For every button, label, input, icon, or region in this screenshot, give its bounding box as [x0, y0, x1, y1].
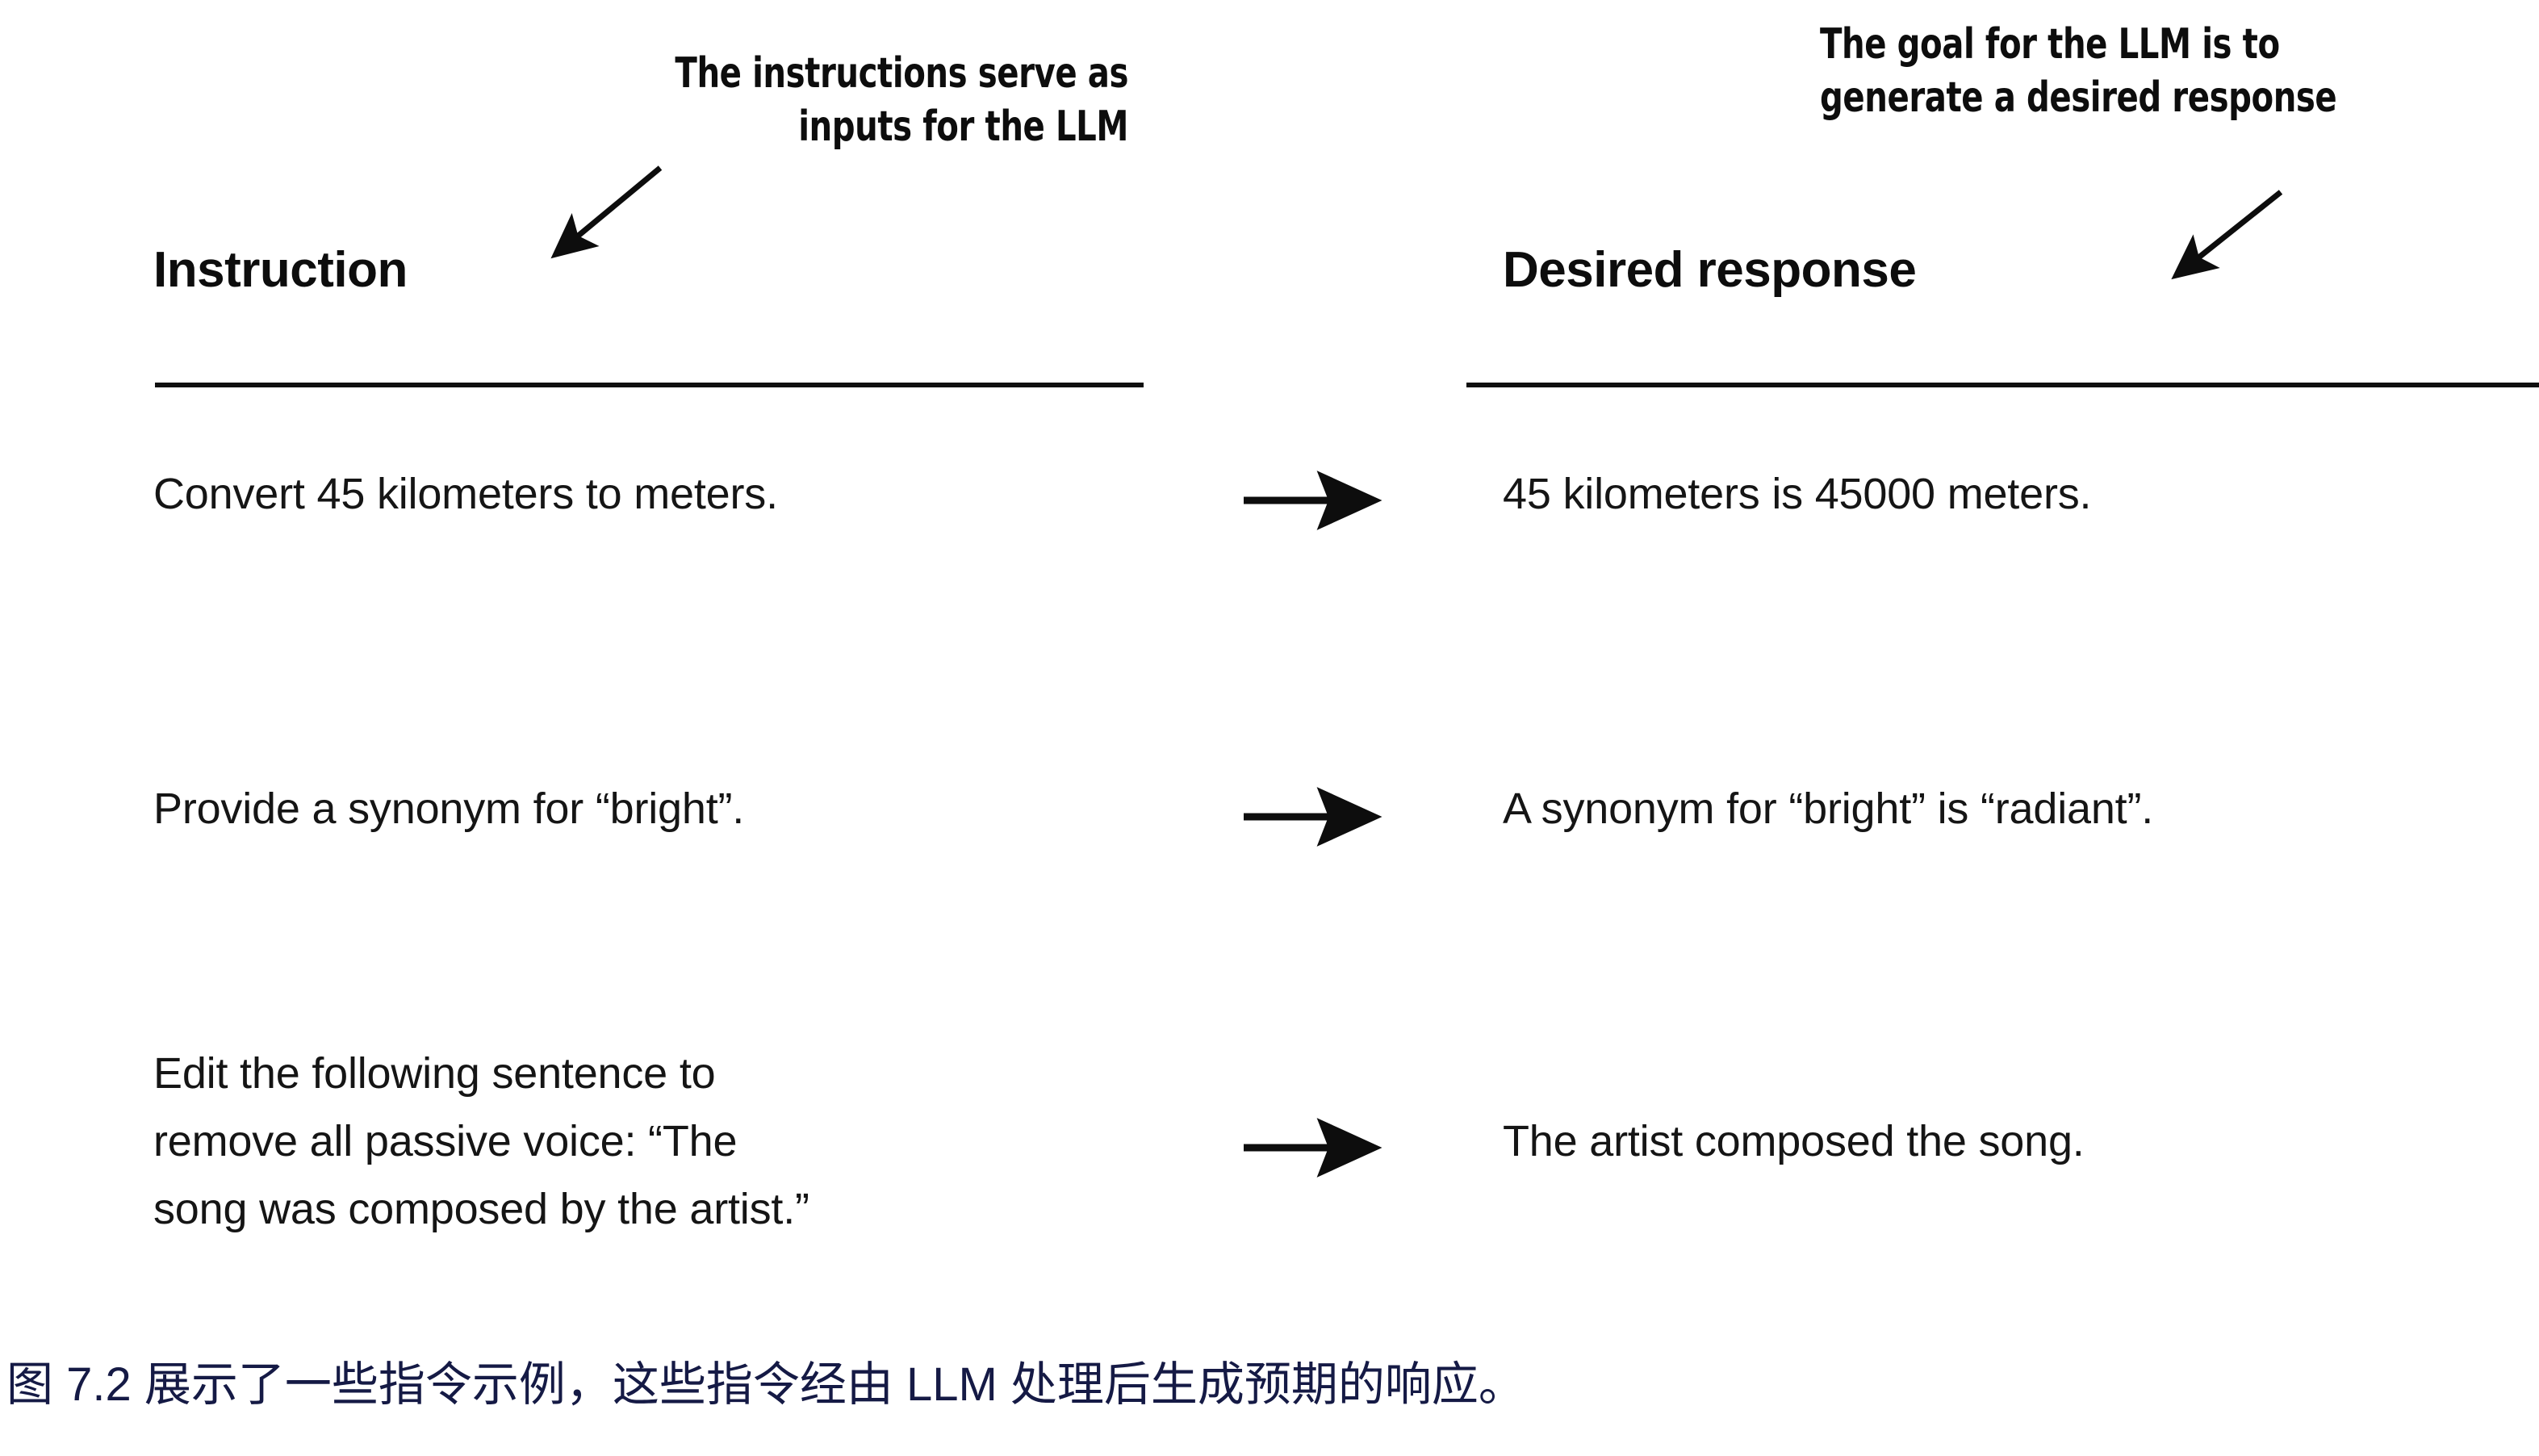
header-divider-instruction — [155, 383, 1144, 387]
response-callout-line-2: generate a desired response — [1820, 73, 2337, 122]
instruction-callout: The instructions serve as inputs for the… — [675, 47, 1128, 153]
instruction-callout-line-2: inputs for the LLM — [798, 103, 1128, 151]
column-header-desired-response: Desired response — [1503, 242, 1917, 298]
table-row-2-response: A synonym for “bright” is “radiant”. — [1503, 784, 2154, 833]
header-divider-response — [1466, 383, 2539, 387]
figure-caption: 图 7.2 展示了一些指令示例，这些指令经由 LLM 处理后生成预期的响应。 — [6, 1358, 1525, 1411]
table-row-2-instruction: Provide a synonym for “bright”. — [153, 784, 745, 833]
table-row-1-response: 45 kilometers is 45000 meters. — [1503, 470, 2092, 518]
response-callout-arrow-icon — [2171, 190, 2283, 280]
column-header-instruction: Instruction — [153, 242, 408, 298]
instruction-callout-line-1: The instructions serve as — [675, 49, 1128, 98]
response-callout-line-1: The goal for the LLM is to — [1820, 20, 2280, 69]
table-row-3-response: The artist composed the song. — [1503, 1117, 2085, 1165]
instruction-callout-arrow-icon — [550, 165, 663, 259]
response-callout: The goal for the LLM is to generate a de… — [1820, 18, 2337, 124]
table-row-1-instruction: Convert 45 kilometers to meters. — [153, 470, 778, 518]
table-row-3-instruction: Edit the following sentence to remove al… — [153, 1049, 809, 1233]
